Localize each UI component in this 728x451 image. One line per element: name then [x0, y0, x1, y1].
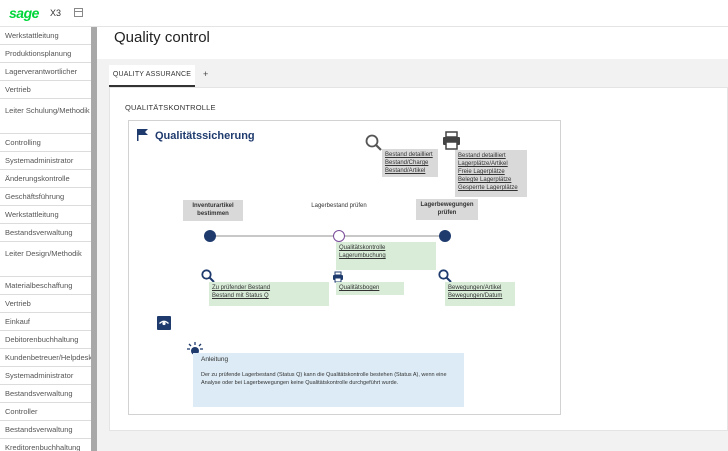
- link-bestand-status-q[interactable]: Bestand mit Status Q: [212, 293, 269, 299]
- sidebar-item[interactable]: Bestandsverwaltung: [0, 385, 91, 403]
- link-lagerumbuchung[interactable]: Lagerumbuchung: [339, 253, 386, 259]
- search-links-box: Bestand detailliert Bestand/Charge Besta…: [382, 149, 438, 177]
- sidebar-item[interactable]: Änderungskontrolle: [0, 170, 91, 188]
- pruefbestand-links-box: Zu prüfender Bestand Bestand mit Status …: [209, 282, 329, 306]
- search-icon[interactable]: [201, 269, 215, 283]
- sage-logo[interactable]: sage: [9, 5, 39, 21]
- sidebar: Werkstattleitung Produktionsplanung Lage…: [0, 27, 91, 451]
- sidebar-item[interactable]: Produktionsplanung: [0, 45, 91, 63]
- link-qualitaetskontrolle[interactable]: Qualitätskontrolle: [339, 245, 386, 251]
- print-links-box: Bestand detailliert Lagerplätze/Artikel …: [455, 150, 527, 197]
- search-icon[interactable]: [365, 134, 383, 152]
- tabs-bar: QUALITY ASSURANCE +: [109, 65, 728, 87]
- link-bestand-detailliert[interactable]: Bestand detailliert: [385, 152, 433, 158]
- sidebar-item[interactable]: Geschäftsführung: [0, 188, 91, 206]
- section-label: QUALITÄTSKONTROLLE: [125, 103, 216, 112]
- sidebar-item[interactable]: Controlling: [0, 134, 91, 152]
- sidebar-item[interactable]: Einkauf: [0, 313, 91, 331]
- product-name: X3: [50, 8, 62, 18]
- top-bar: sage X3: [0, 0, 728, 27]
- search-icon[interactable]: [438, 269, 452, 283]
- link-bewegungen-artikel[interactable]: Bewegungen/Artikel: [448, 285, 502, 291]
- title-bar: Quality control: [97, 27, 728, 59]
- link-lagerplaetze-artikel[interactable]: Lagerplätze/Artikel: [458, 161, 508, 167]
- sidebar-scrollbar[interactable]: [91, 27, 97, 451]
- sidebar-item[interactable]: Leiter Schulung/Methodik: [0, 99, 91, 134]
- link-bewegungen-datum[interactable]: Bewegungen/Datum: [448, 293, 503, 299]
- link-print-bestand-detailliert[interactable]: Bestand detailliert: [458, 153, 506, 159]
- sidebar-item[interactable]: Bestandsverwaltung: [0, 224, 91, 242]
- sidebar-item[interactable]: Debitorenbuchhaltung: [0, 331, 91, 349]
- main-area: Quality control QUALITY ASSURANCE + QUAL…: [97, 27, 728, 451]
- content-card: QUALITÄTSKONTROLLE Qualitätssicherung Be…: [109, 87, 728, 431]
- qualitaet-links-box: Qualitätskontrolle Lagerumbuchung: [336, 242, 436, 270]
- stage-inventurartikel: Inventurartikel bestimmen: [183, 200, 243, 221]
- sidebar-item[interactable]: Werkstattleitung: [0, 206, 91, 224]
- eye-icon[interactable]: [157, 316, 171, 330]
- printer-icon[interactable]: [332, 271, 344, 283]
- link-qualitaetsbogen[interactable]: Qualitätsbogen: [339, 285, 380, 291]
- calendar-icon[interactable]: [74, 8, 83, 17]
- link-zu-pruefender-bestand[interactable]: Zu prüfender Bestand: [212, 285, 271, 291]
- sidebar-item[interactable]: Vertrieb: [0, 81, 91, 99]
- sidebar-item[interactable]: Bestandsverwaltung: [0, 421, 91, 439]
- process-diagram: Qualitätssicherung Bestand detailliert B…: [128, 120, 561, 415]
- flag-icon: [137, 129, 148, 141]
- stage-lagerbewegungen: Lagerbewegungen prüfen: [416, 199, 478, 220]
- printer-icon[interactable]: [442, 131, 461, 150]
- stage-lagerbestand: Lagerbestand prüfen: [311, 203, 367, 209]
- sidebar-item[interactable]: Controller: [0, 403, 91, 421]
- link-bestand-charge[interactable]: Bestand/Charge: [385, 160, 429, 166]
- link-gesperrte-lagerplaetze[interactable]: Gesperrte Lagerplätze: [458, 185, 518, 191]
- diagram-title: Qualitätssicherung: [155, 130, 255, 142]
- sidebar-item[interactable]: Materialbeschaffung: [0, 277, 91, 295]
- tab-quality-assurance[interactable]: QUALITY ASSURANCE: [109, 65, 195, 87]
- sidebar-item[interactable]: Werkstattleitung: [0, 27, 91, 45]
- process-line: [209, 235, 445, 237]
- process-node: [204, 230, 216, 242]
- sidebar-item[interactable]: Systemadministrator: [0, 152, 91, 170]
- process-node-current: [333, 230, 345, 242]
- process-node: [439, 230, 451, 242]
- sidebar-item[interactable]: Kundenbetreuer/Helpdesk: [0, 349, 91, 367]
- qualitaetsbogen-box: Qualitätsbogen: [336, 282, 404, 295]
- link-freie-lagerplaetze[interactable]: Freie Lagerplätze: [458, 169, 505, 175]
- anleitung-title: Anleitung: [201, 356, 229, 363]
- sidebar-item[interactable]: Systemadministrator: [0, 367, 91, 385]
- sidebar-item[interactable]: Lagerverantwortlicher: [0, 63, 91, 81]
- sidebar-item[interactable]: Kreditorenbuchhaltung: [0, 439, 91, 451]
- anleitung-box: Anleitung Der zu prüfende Lagerbestand (…: [193, 353, 464, 407]
- link-bestand-artikel[interactable]: Bestand/Artikel: [385, 168, 426, 174]
- add-tab-button[interactable]: +: [203, 69, 209, 79]
- anleitung-text: Der zu prüfende Lagerbestand (Status Q) …: [201, 372, 447, 386]
- sidebar-item[interactable]: Vertrieb: [0, 295, 91, 313]
- bewegungen-links-box: Bewegungen/Artikel Bewegungen/Datum: [445, 282, 515, 306]
- link-belegte-lagerplaetze[interactable]: Belegte Lagerplätze: [458, 177, 512, 183]
- page-title: Quality control: [114, 29, 210, 46]
- sidebar-item[interactable]: Leiter Design/Methodik: [0, 242, 91, 277]
